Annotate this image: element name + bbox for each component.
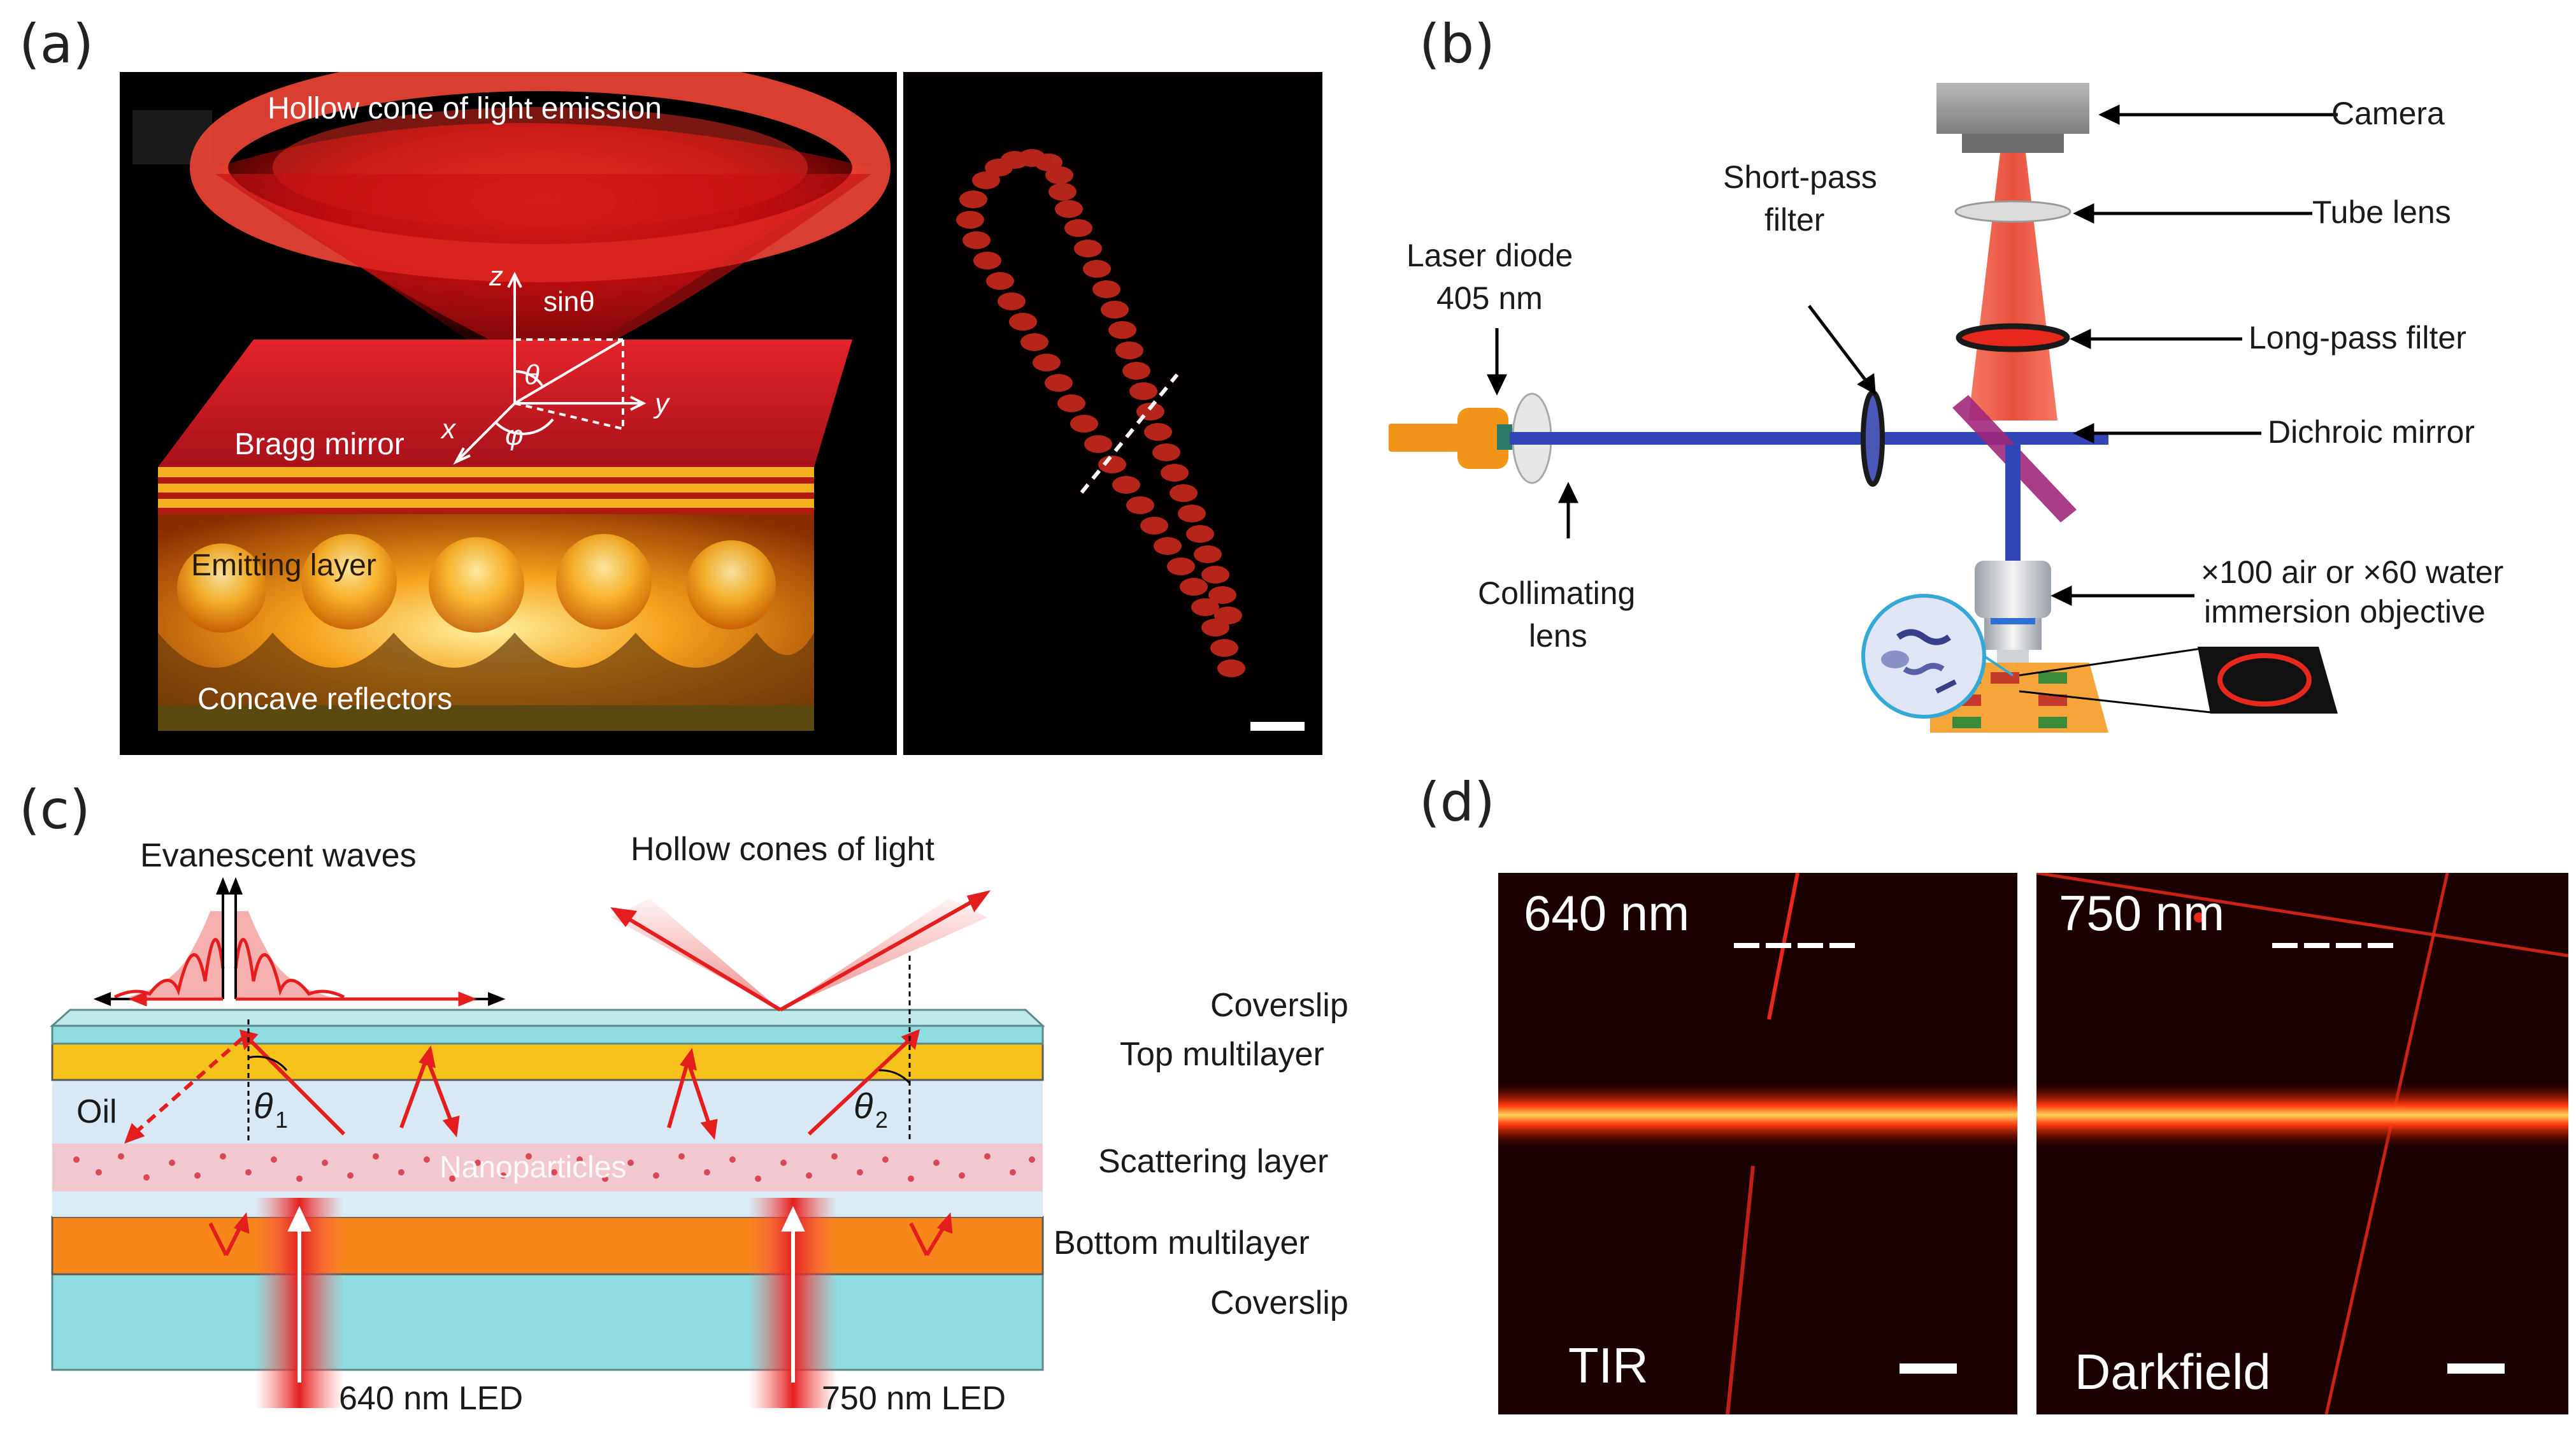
objective-label-2: immersion objective bbox=[2204, 594, 2486, 629]
dichroic-label: Dichroic mirror bbox=[2268, 414, 2475, 450]
scale-bar-darkfield bbox=[2447, 1363, 2505, 1374]
scale-bar-a bbox=[1250, 722, 1305, 731]
scale-bar-tir bbox=[1900, 1363, 1957, 1374]
panel-a-figure: z y x sinθ θ φ Hollow cone of light emis… bbox=[120, 72, 1322, 755]
bottom-spacer-layer bbox=[52, 1190, 1043, 1217]
nanoparticles-label: Nanoparticles bbox=[440, 1151, 626, 1184]
hollow-cones bbox=[610, 890, 991, 1012]
panel-b-figure: Camera Tube lens Long-pass filter Dichro… bbox=[1389, 83, 2503, 733]
top-coverslip bbox=[51, 1025, 1044, 1045]
collimating-label-1: Collimating bbox=[1478, 575, 1635, 611]
sin-theta-label: sinθ bbox=[543, 286, 595, 317]
coverslip-top-label: Coverslip bbox=[1210, 987, 1349, 1024]
top-multilayer-label: Top multilayer bbox=[1120, 1036, 1324, 1073]
panel-a-micrograph bbox=[903, 72, 1322, 755]
bottom-multilayer bbox=[51, 1216, 1044, 1276]
camera bbox=[1936, 83, 2089, 153]
ring-image-inset bbox=[2019, 647, 2338, 714]
camera-label: Camera bbox=[2331, 96, 2445, 131]
panel-label-a: (a) bbox=[19, 13, 94, 75]
bottom-coverslip bbox=[51, 1273, 1044, 1371]
led-arrows bbox=[287, 1205, 805, 1383]
darkfield-mode-label: Darkfield bbox=[2075, 1344, 2271, 1400]
tube-lens-label: Tube lens bbox=[2312, 194, 2451, 230]
objective-lens bbox=[1975, 561, 2051, 669]
laser-beam bbox=[1510, 432, 2108, 445]
ray-traces bbox=[124, 1029, 953, 1256]
angle-markers bbox=[247, 956, 911, 1140]
emitting-layer-label: Emitting layer bbox=[191, 549, 376, 582]
axis-z-label: z bbox=[489, 261, 503, 292]
panel-c-figure: Evanescent waves Hollow cones of light O… bbox=[50, 831, 1349, 1417]
coordinate-axes bbox=[453, 271, 647, 465]
short-pass-label-1: Short-pass bbox=[1723, 159, 1877, 195]
panel-d-figure: 640 nm TIR 750 nm Darkfield bbox=[1498, 873, 2568, 1414]
theta2-label: θ bbox=[854, 1086, 873, 1126]
evanescent-label: Evanescent waves bbox=[140, 837, 417, 874]
tube-lens bbox=[1954, 200, 2072, 223]
long-pass-filter bbox=[1956, 323, 2070, 352]
darkfield-wavelength-label: 750 nm bbox=[2059, 885, 2224, 941]
short-pass-filter bbox=[1861, 390, 1885, 487]
phi-label: φ bbox=[505, 420, 524, 451]
concave-reflectors-base bbox=[158, 705, 814, 731]
theta-label: θ bbox=[524, 359, 540, 391]
theta1-sub: 1 bbox=[275, 1107, 288, 1133]
evanescent-waves bbox=[93, 877, 506, 1007]
theta2-sub: 2 bbox=[875, 1107, 888, 1133]
annotation-arrows bbox=[1487, 104, 2338, 606]
short-pass-label-2: filter bbox=[1764, 202, 1824, 238]
bragg-mirror bbox=[158, 340, 852, 514]
led-750-label: 750 nm LED bbox=[822, 1380, 1006, 1417]
bottom-multilayer-label: Bottom multilayer bbox=[1054, 1225, 1310, 1262]
axis-y-label: y bbox=[653, 388, 671, 419]
scattering-layer bbox=[52, 1144, 1043, 1191]
laser-diode bbox=[1389, 408, 1512, 469]
bragg-mirror-label: Bragg mirror bbox=[234, 428, 404, 461]
darkfield-image bbox=[2036, 873, 2568, 1414]
tir-mode-label: TIR bbox=[1568, 1337, 1649, 1393]
long-pass-label: Long-pass filter bbox=[2249, 320, 2466, 356]
hollow-cone bbox=[190, 72, 891, 346]
panel-label-c: (c) bbox=[19, 779, 90, 841]
emission-beam bbox=[1968, 153, 2057, 421]
laser-label-1: Laser diode bbox=[1406, 238, 1573, 273]
tir-image bbox=[1498, 873, 2017, 1414]
bacteria-inset bbox=[1861, 594, 2014, 719]
objective-label-1: ×100 air or ×60 water bbox=[2201, 554, 2503, 590]
collimating-label-2: lens bbox=[1529, 618, 1587, 654]
panel-label-b: (b) bbox=[1419, 13, 1495, 75]
led-640-label: 640 nm LED bbox=[339, 1380, 523, 1417]
oil-label: Oil bbox=[76, 1093, 117, 1130]
hollow-cones-label: Hollow cones of light bbox=[631, 831, 934, 868]
theta1-label: θ bbox=[254, 1086, 273, 1126]
tir-wavelength-label: 640 nm bbox=[1524, 885, 1689, 941]
axis-x-label: x bbox=[440, 413, 457, 445]
laser-label-2: 405 nm bbox=[1436, 280, 1543, 316]
scattering-layer-label: Scattering layer bbox=[1098, 1143, 1328, 1180]
concave-reflectors-label: Concave reflectors bbox=[197, 682, 452, 716]
emitting-layer bbox=[158, 514, 814, 705]
emission-label: Hollow cone of light emission bbox=[268, 92, 662, 126]
panel-label-d: (d) bbox=[1419, 771, 1495, 833]
oil-layer bbox=[52, 1080, 1043, 1144]
coverslip-bottom-label: Coverslip bbox=[1210, 1284, 1349, 1321]
